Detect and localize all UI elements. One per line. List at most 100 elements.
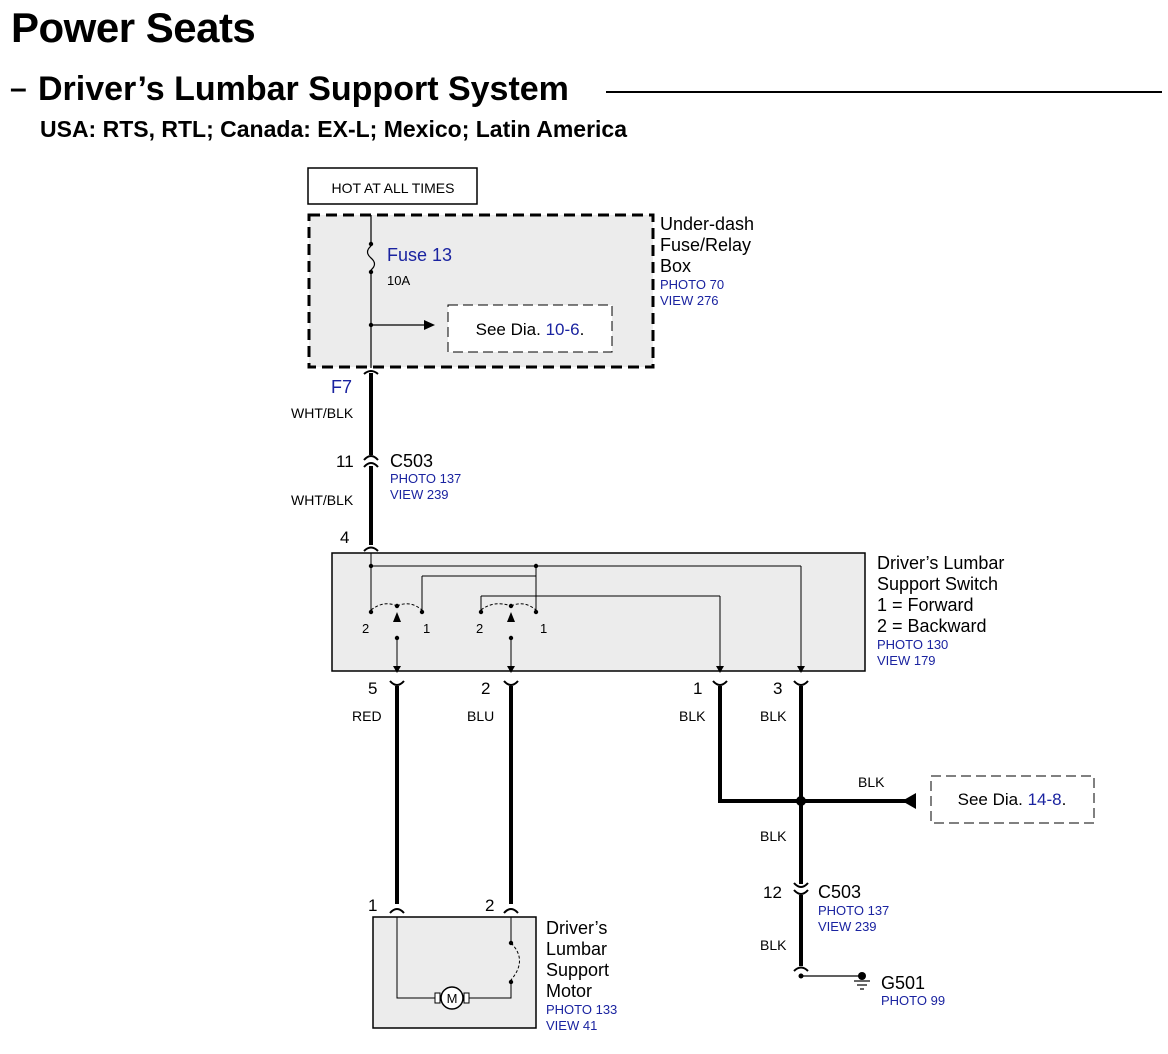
c503-upper-male-icon	[363, 462, 379, 468]
ground-name: G501	[881, 973, 925, 993]
arrow-down-pin1-icon	[716, 666, 724, 673]
motor-pin2-terminal-icon	[503, 908, 519, 914]
switch-contact-1b	[533, 609, 539, 615]
see-dia-14-8[interactable]: See Dia. 14-8.	[958, 790, 1067, 809]
c503-lower-female-icon	[793, 882, 809, 888]
arrow-right-icon	[424, 320, 435, 330]
motor-name-3: Support	[546, 960, 609, 980]
hot-label-box	[307, 167, 478, 205]
c503-upper-name: C503	[390, 451, 433, 471]
fuse-box-name-2: Fuse/Relay	[660, 235, 751, 255]
switch-node-a	[368, 563, 374, 569]
splice-node	[796, 796, 806, 806]
c503-lower-pin: 12	[763, 883, 782, 902]
fuse-box-name-3: Box	[660, 256, 691, 276]
motor-pin-2: 2	[485, 896, 494, 915]
motor-internal-wiring	[396, 917, 520, 999]
motor-name-1: Driver’s	[546, 918, 607, 938]
f7-terminal-icon	[363, 370, 379, 375]
wire-label-wht-blk-upper: WHT/BLK	[291, 405, 354, 421]
motor-photo[interactable]: PHOTO 133	[546, 1002, 617, 1017]
c503-upper-pin: 11	[336, 452, 354, 471]
splice-wire-label: BLK	[858, 774, 885, 790]
c503-lower-male-icon	[793, 889, 809, 895]
motor-brush-left	[434, 992, 441, 1004]
motor-limit-switch-bottom	[508, 979, 514, 985]
c503-lower-photo[interactable]: PHOTO 137	[818, 903, 889, 918]
wire-blk-pin1	[718, 686, 801, 803]
switch-pin-2: 2	[481, 679, 490, 698]
arrow-left-icon	[902, 793, 916, 809]
motor-name-4: Motor	[546, 981, 592, 1001]
fuse-box-photo[interactable]: PHOTO 70	[660, 277, 724, 292]
motor-limit-switch-top	[508, 940, 514, 946]
switch-pin-3: 3	[773, 679, 782, 698]
motor-name-2: Lumbar	[546, 939, 607, 959]
fuse-box-name-1: Under-dash	[660, 214, 754, 234]
switch-legend-forward: 1 = Forward	[877, 595, 974, 615]
arrow-down-pin2-icon	[507, 666, 515, 673]
lumbar-switch-box	[331, 552, 866, 672]
pin1-terminal-icon	[712, 680, 728, 686]
switch-name-2: Support Switch	[877, 574, 998, 594]
switch-wiper-a-base	[394, 635, 400, 641]
applicability-line: USA: RTS, RTL; Canada: EX-L; Mexico; Lat…	[40, 116, 627, 142]
switch-contact-label-1b: 1	[540, 621, 547, 636]
switch-wiper-b-arrow-icon	[507, 612, 515, 622]
page-title: Power Seats	[11, 4, 256, 51]
pin3-terminal-icon	[793, 680, 809, 686]
c503-upper-view[interactable]: VIEW 239	[390, 487, 449, 502]
switch-photo[interactable]: PHOTO 130	[877, 637, 948, 652]
ground-photo[interactable]: PHOTO 99	[881, 993, 945, 1008]
hot-label: HOT AT ALL TIMES	[332, 180, 455, 196]
motor-icon	[440, 986, 464, 1010]
switch-contact-label-2a: 2	[362, 621, 369, 636]
wire-label-blk-pin1: BLK	[679, 708, 706, 724]
switch-node-b	[533, 563, 539, 569]
fuse-name: Fuse 13	[387, 245, 452, 265]
switch-contact-label-1a: 1	[423, 621, 430, 636]
switch-input-terminal-icon	[363, 546, 379, 552]
c503-upper-photo[interactable]: PHOTO 137	[390, 471, 461, 486]
pin2-terminal-icon	[503, 680, 519, 686]
switch-pin-5: 5	[368, 679, 377, 698]
switch-contact-1a	[419, 609, 425, 615]
c503-upper-female-icon	[363, 455, 379, 461]
switch-contact-2a	[368, 609, 374, 615]
subtitle-row: – Driver’s Lumbar Support System	[10, 70, 1162, 110]
motor-view[interactable]: VIEW 41	[546, 1018, 597, 1033]
fuse-13-icon	[366, 245, 376, 271]
wire-label-blk-pin3: BLK	[760, 708, 787, 724]
c503-lower-name: C503	[818, 882, 861, 902]
arrow-down-pin3-icon	[797, 666, 805, 673]
fuse-box-view[interactable]: VIEW 276	[660, 293, 719, 308]
see-dia-box-10-6	[447, 304, 613, 353]
motor-symbol: M	[447, 991, 458, 1006]
switch-wiper-b-top	[508, 603, 514, 609]
wire-label-blk-ground: BLK	[760, 937, 787, 953]
see-dia-10-6[interactable]: See Dia. 10-6.	[476, 320, 585, 339]
switch-wiper-b-base	[508, 635, 514, 641]
wire-label-blk-below-splice: BLK	[760, 828, 787, 844]
switch-internal-wiring	[370, 553, 802, 666]
subtitle-rule	[606, 91, 1162, 93]
subtitle: Driver’s Lumbar Support System	[38, 70, 569, 108]
f7-terminal: F7	[331, 377, 352, 397]
see-dia-box-14-8	[930, 775, 1095, 824]
motor-pin1-terminal-icon	[389, 908, 405, 914]
motor-brush-right	[463, 992, 470, 1004]
switch-view[interactable]: VIEW 179	[877, 653, 936, 668]
c503-lower-view[interactable]: VIEW 239	[818, 919, 877, 934]
fuse-rating: 10A	[387, 273, 410, 288]
switch-contact-label-2b: 2	[476, 621, 483, 636]
subtitle-dash: –	[10, 72, 27, 105]
motor-pin-1: 1	[368, 896, 377, 915]
switch-legend-backward: 2 = Backward	[877, 616, 987, 636]
switch-name-1: Driver’s Lumbar	[877, 553, 1004, 573]
switch-input-pin: 4	[340, 528, 349, 547]
switch-wiper-a-arrow-icon	[393, 612, 401, 622]
wire-label-blu: BLU	[467, 708, 494, 724]
ground-terminal-icon	[793, 966, 809, 972]
wire-label-red: RED	[352, 708, 382, 724]
